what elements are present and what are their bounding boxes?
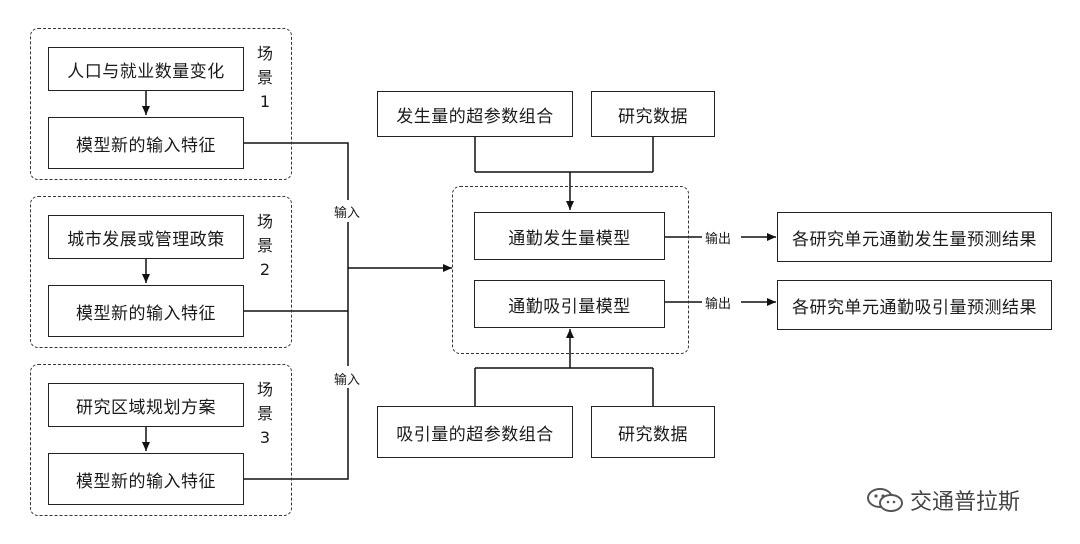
- wechat-icon: [867, 488, 903, 512]
- output-label-2: 输出: [705, 297, 732, 312]
- attraction-result-box: 各研究单元通勤吸引量预测结果: [777, 280, 1052, 330]
- watermark: 交通普拉斯: [866, 484, 1020, 516]
- model-group: [452, 186, 689, 354]
- generation-hyperparams-box: 发生量的超参数组合: [377, 91, 573, 137]
- scenario-3-group: [30, 364, 292, 516]
- attraction-hyperparams-box: 吸引量的超参数组合: [377, 406, 573, 458]
- generation-result-box: 各研究单元通勤发生量预测结果: [777, 212, 1052, 262]
- scenario-1-top-box: 人口与就业数量变化: [48, 47, 244, 91]
- attraction-model-box: 通勤吸引量模型: [474, 280, 665, 328]
- scenario-2-group: [30, 196, 292, 348]
- output-label-1: 输出: [705, 232, 732, 247]
- generation-model-box: 通勤发生量模型: [474, 212, 665, 260]
- scenario-3-top-box: 研究区域规划方案: [48, 383, 244, 427]
- watermark-text: 交通普拉斯: [910, 490, 1021, 515]
- scenario-2-input-features: 模型新的输入特征: [48, 285, 244, 337]
- attraction-data-box: 研究数据: [591, 406, 715, 458]
- input-label-1: 输入: [334, 206, 361, 221]
- scenario-1-input-features: 模型新的输入特征: [48, 117, 244, 169]
- scenario-2-top-box: 城市发展或管理政策: [48, 215, 244, 259]
- scenario1-link: [243, 142, 349, 200]
- generation-data-box: 研究数据: [591, 91, 715, 137]
- input-label-2: 输入: [334, 373, 361, 388]
- scenario3-link: [243, 388, 349, 480]
- scenario-3-input-features: 模型新的输入特征: [48, 453, 244, 505]
- scenario-1-group: [30, 28, 292, 180]
